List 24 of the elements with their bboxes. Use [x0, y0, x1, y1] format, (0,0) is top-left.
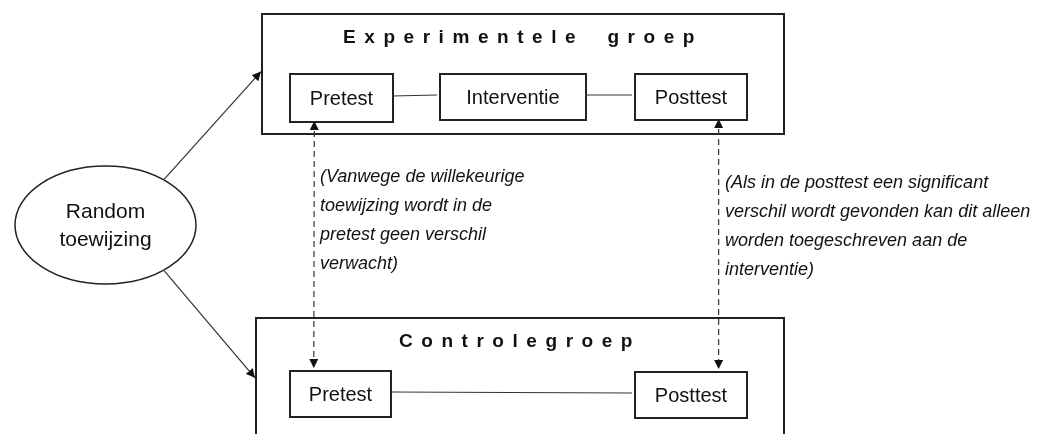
- process-box: [634, 73, 748, 121]
- group-box: [255, 317, 785, 434]
- box-label: Pretest: [308, 382, 373, 407]
- arrow: [714, 118, 724, 370]
- node-label: Random toewijzing: [58, 197, 153, 252]
- group-box: [261, 13, 785, 135]
- edge-label: (Als in de posttest een significant verschil wordt gevonden kan dit alleen worden toegeschreven aan de interventie): [725, 171, 1032, 281]
- arrow: [309, 120, 319, 369]
- group-title: Controlegroep: [398, 329, 641, 353]
- group-title: Experimentele groep: [343, 25, 703, 49]
- box-label: Posttest: [654, 383, 728, 408]
- process-box: [634, 371, 748, 419]
- process-box: [439, 73, 587, 121]
- arrow: [163, 70, 262, 180]
- arrow: [163, 270, 256, 379]
- process-box: [289, 370, 392, 418]
- process-box: [289, 73, 394, 123]
- connector-line: [584, 94, 633, 96]
- connector-line: [391, 94, 438, 97]
- box-label: Pretest: [309, 86, 374, 111]
- box-label: Interventie: [466, 85, 560, 110]
- edge-label: (Vanwege de willekeurige toewijzing wordt in de pretest geen verschil verwacht): [320, 165, 525, 275]
- connector-line: [389, 391, 633, 394]
- box-label: Posttest: [654, 85, 728, 110]
